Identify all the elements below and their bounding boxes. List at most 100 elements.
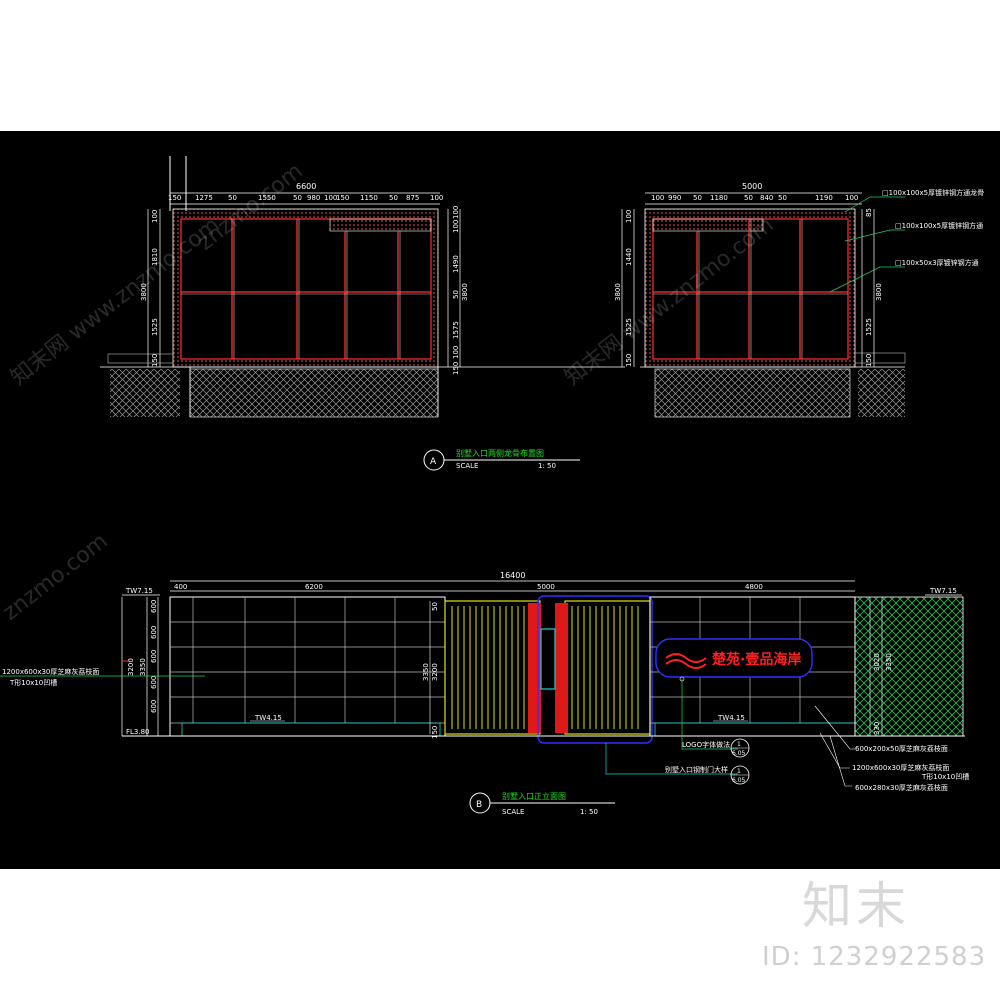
left-seg: 50 [293, 194, 302, 202]
left-vdim: 1525 [151, 318, 159, 336]
section-a-title: A 别墅入口两侧龙骨布置图 SCALE 1: 50 [423, 448, 580, 471]
right-rdim: 1525 [865, 318, 873, 336]
detail-1-num: 1 [737, 741, 741, 748]
section-b-scale-value: 1: 50 [580, 808, 598, 816]
left-total-width: 6600 [296, 182, 316, 191]
left-seg: 150 [336, 194, 349, 202]
right-seg: 1190 [815, 194, 833, 202]
right-seg: 990 [668, 194, 681, 202]
right-elevation: 5000 100 990 50 1180 50 840 50 1190 100 [614, 182, 984, 418]
gate-callout: 别墅入口钢制门大样 [665, 765, 728, 774]
front-rdim: 3350 [885, 653, 893, 671]
left-callout-1: 1200x600x30厚芝麻灰荔枝面 [2, 667, 99, 676]
level-wall-right: TW4.15 [717, 714, 745, 722]
front-ldim: 600 [150, 700, 158, 713]
left-seg: 1150 [360, 194, 378, 202]
section-b-scale-label: SCALE [502, 808, 524, 816]
left-seg: 875 [406, 194, 419, 202]
section-a-scale-label: SCALE [456, 462, 478, 470]
front-mdim: 3200 [431, 663, 439, 681]
brand-logo-text: 知末 [802, 877, 910, 935]
left-rdim: 3800 [461, 283, 469, 301]
left-vdim: 3800 [140, 283, 148, 301]
right-callout: T形10x10凹槽 [921, 772, 969, 781]
cad-drawing: 6600 150 1275 50 1550 50 980 100 150 115… [0, 156, 984, 816]
right-rdim: 85 [865, 208, 873, 217]
front-mdim: 50 [431, 602, 439, 611]
right-seg: 100 [651, 194, 664, 202]
left-rdim: 100 [452, 220, 460, 233]
left-seg: 50 [389, 194, 398, 202]
right-callout: □100x100x5厚镀锌钢方通龙骨 [882, 188, 984, 197]
left-seg: 1550 [258, 194, 276, 202]
detail-2-sheet: 6.05 [732, 777, 746, 784]
right-callout: 600x200x50厚芝麻灰荔枝面 [855, 744, 948, 753]
front-ldim: 600 [150, 600, 158, 613]
front-rdim: 330 [873, 722, 881, 735]
section-a-marker: A [430, 457, 437, 467]
level-wall-left: TW4.15 [254, 714, 282, 722]
left-rdim: 100 [452, 206, 460, 219]
front-seg: 4800 [745, 583, 763, 591]
cad-drawing-canvas: 6600 150 1275 50 1550 50 980 100 150 115… [0, 131, 1000, 869]
section-a-title-text: 别墅入口两侧龙骨布置图 [456, 448, 544, 458]
section-a-scale-value: 1: 50 [538, 462, 556, 470]
right-seg: 50 [744, 194, 753, 202]
left-callout-2: T形10x10凹槽 [9, 678, 57, 687]
section-b-title-text: 别墅入口正立面图 [502, 791, 566, 801]
right-seg: 50 [693, 194, 702, 202]
front-ldim: 600 [150, 650, 158, 663]
left-rdim: 50 [452, 290, 460, 299]
left-rdim: 100 [452, 346, 460, 359]
right-seg: 100 [845, 194, 858, 202]
right-vdim: 3800 [614, 283, 622, 301]
right-callout: □100x100x5厚镀锌钢方通 [895, 221, 983, 230]
left-rdim: 1490 [452, 255, 460, 273]
front-rdim: 3020 [873, 653, 881, 671]
right-callout: 1200x600x30厚芝麻灰荔枝面 [852, 763, 949, 772]
left-seg: 100 [324, 194, 337, 202]
left-elevation: 6600 150 1275 50 1550 50 980 100 150 115… [100, 156, 625, 418]
left-rdim: 1575 [452, 321, 460, 339]
right-vdim: 100 [625, 210, 633, 223]
right-callout: □100x50x3厚镀锌钢方通 [895, 258, 979, 267]
left-seg: 1275 [195, 194, 213, 202]
left-rdim: 150 [452, 362, 460, 375]
right-rdim: 3800 [875, 283, 883, 301]
section-b-title: B 别墅入口正立面图 SCALE 1: 50 [469, 791, 615, 816]
front-mdim: 3350 [422, 663, 430, 681]
front-ldim: 3350 [139, 658, 147, 676]
level-floor: FL3.80 [126, 728, 150, 736]
section-b-marker: B [476, 800, 482, 810]
image-id-label: ID: 1232922583 [762, 942, 987, 972]
left-vdim: 1810 [151, 248, 159, 266]
front-ldim: 600 [150, 626, 158, 639]
right-vdim: 1440 [625, 248, 633, 266]
front-ldim: 600 [150, 676, 158, 689]
front-elevation: 16400 400 6200 5000 4800 TW7.15 TW7.15 F… [0, 571, 969, 792]
front-mdim: 150 [431, 726, 439, 739]
right-rdim: 150 [865, 354, 873, 367]
right-vdim: 1525 [625, 318, 633, 336]
right-vdim: 150 [625, 354, 633, 367]
detail-2-num: 1 [737, 768, 741, 775]
level-top-left: TW7.15 [125, 587, 153, 595]
left-vdim: 100 [151, 210, 159, 223]
right-seg: 840 [760, 194, 773, 202]
front-total-width: 16400 [500, 571, 525, 580]
left-seg: 50 [228, 194, 237, 202]
level-top-right: TW7.15 [929, 587, 957, 595]
sign-logo-icon [665, 653, 707, 669]
right-seg: 50 [778, 194, 787, 202]
detail-1-sheet: 6.05 [732, 750, 746, 757]
watermark: znzmo.com [0, 529, 113, 626]
left-seg: 980 [307, 194, 320, 202]
logo-callout: LOGO字体做法 [682, 740, 730, 749]
right-total-width: 5000 [742, 182, 762, 191]
left-seg: 150 [168, 194, 181, 202]
left-vdim: 150 [151, 354, 159, 367]
sign-text: 楚苑·壹品海岸 [711, 651, 801, 668]
front-ldim: 3200 [127, 658, 135, 676]
detail-bubble-1: 1 6.05 [730, 738, 750, 758]
detail-bubble-2: 1 6.05 [730, 765, 750, 785]
